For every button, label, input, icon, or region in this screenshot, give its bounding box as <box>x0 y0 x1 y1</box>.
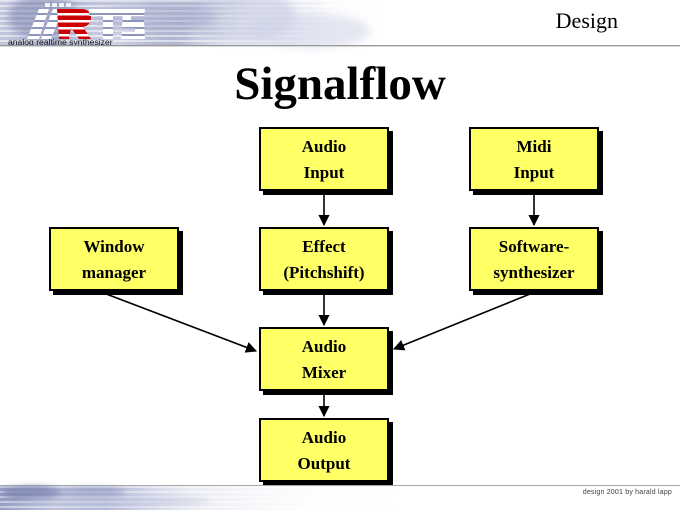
node-label-line1: Midi <box>516 136 552 156</box>
footer-credit: design 2001 by harald lapp <box>582 489 672 496</box>
footer-divider <box>0 485 680 486</box>
node-audio-mixer[interactable]: Audio Mixer <box>259 327 389 391</box>
node-label-line1: Audio <box>301 136 347 156</box>
logo-tagline: analog realtime synthesizer <box>8 37 113 47</box>
node-audio-input[interactable]: Audio Input <box>259 127 389 191</box>
logo-pixel-blocks <box>45 3 71 7</box>
node-label-line2: Mixer <box>301 362 347 382</box>
footer-decorative-artwork <box>0 486 420 510</box>
page-title: Signalflow <box>234 58 446 110</box>
edge-synth-to-mixer <box>392 291 536 351</box>
header-divider <box>0 45 680 47</box>
node-midi-input[interactable]: Midi Input <box>469 127 599 191</box>
arts-logo: analog realtime synthesizer <box>5 3 147 47</box>
node-label-line2: Output <box>297 453 351 473</box>
node-label-line2: manager <box>81 262 147 282</box>
node-label-line1: Audio <box>301 336 347 356</box>
footer-art-blotch <box>20 496 210 506</box>
edge-window-manager-to-mixer <box>100 291 258 353</box>
node-label-line2: (Pitchshift) <box>283 262 365 282</box>
node-audio-output[interactable]: Audio Output <box>259 418 389 482</box>
node-window-manager[interactable]: Window manager <box>49 227 179 291</box>
logo-letter-s <box>121 9 145 39</box>
header-art-blotch <box>250 14 370 48</box>
node-label-line1: Audio <box>301 427 347 447</box>
node-label-line2: synthesizer <box>493 262 575 282</box>
header-art-blotch <box>96 2 216 32</box>
node-label-line1: Window <box>83 236 145 256</box>
node-software-synthesizer[interactable]: Software- synthesizer <box>469 227 599 291</box>
node-effect-pitchshift[interactable]: Effect (Pitchshift) <box>259 227 389 291</box>
header-section-title: Design <box>555 8 618 33</box>
node-label-line2: Input <box>513 162 555 182</box>
footer-art-blotch <box>56 487 126 498</box>
node-label-line1: Effect <box>302 236 346 256</box>
arts-logo-mark: analog realtime synthesizer <box>8 3 145 47</box>
slide-header: analog realtime synthesizer Design <box>0 0 680 48</box>
node-label-line1: Software- <box>498 236 570 256</box>
node-label-line2: Input <box>303 162 345 182</box>
